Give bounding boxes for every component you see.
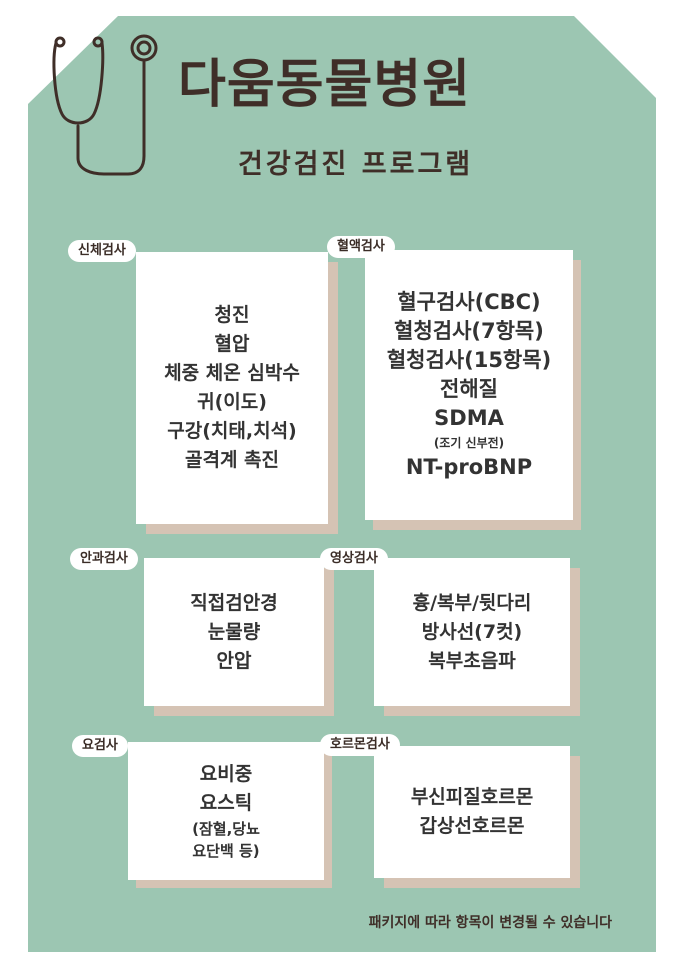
- list-item: 부신피질호르몬: [410, 786, 534, 808]
- package-notice: 패키지에 따라 항목이 변경될 수 있습니다: [368, 915, 612, 931]
- list-item: 골격계 촉진: [184, 449, 279, 471]
- card-body-exam: 청진 혈압 체중 체온 심박수 귀(이도) 구강(치태,치석) 골격계 촉진: [136, 252, 328, 524]
- tag-urine-exam: 요검사: [72, 735, 128, 757]
- list-item: (조기 신부전): [433, 436, 505, 450]
- list-item: (잠혈,당뇨: [192, 820, 260, 838]
- list-item: 혈구검사(CBC): [397, 290, 541, 314]
- list-item: 청진: [214, 304, 250, 326]
- list-item: 요스틱: [199, 792, 253, 814]
- list-item: 직접검안경: [190, 591, 278, 614]
- list-item: SDMA: [434, 406, 504, 430]
- list-item: 요비중: [199, 763, 253, 785]
- list-item: 흉/복부/뒷다리: [412, 591, 532, 614]
- tag-imaging-exam: 영상검사: [320, 548, 388, 570]
- tag-hormone-exam: 호르몬검사: [320, 734, 400, 756]
- card-blood-exam: 혈구검사(CBC) 혈청검사(7항목) 혈청검사(15항목) 전해질 SDMA …: [365, 250, 573, 520]
- list-item: NT-proBNP: [405, 455, 533, 479]
- list-item: 안압: [216, 649, 252, 672]
- card-imaging-exam: 흉/복부/뒷다리 방사선(7컷) 복부초음파: [374, 558, 570, 706]
- list-item: 전해질: [440, 377, 498, 401]
- stethoscope-icon: [52, 34, 158, 176]
- tag-body-exam: 신체검사: [68, 240, 136, 262]
- card-eye-exam: 직접검안경 눈물량 안압: [144, 558, 324, 706]
- hospital-title: 다움동물병원: [178, 55, 472, 115]
- list-item: 갑상선호르몬: [419, 815, 525, 837]
- list-item: 요단백 등): [192, 842, 260, 860]
- list-item: 혈압: [214, 333, 250, 355]
- list-item: 방사선(7컷): [421, 620, 523, 643]
- card-hormone-exam: 부신피질호르몬 갑상선호르몬: [374, 746, 570, 878]
- list-item: 혈청검사(15항목): [386, 348, 552, 372]
- card-urine-exam: 요비중 요스틱 (잠혈,당뇨 요단백 등): [128, 742, 324, 880]
- tag-eye-exam: 안과검사: [70, 548, 138, 570]
- list-item: 구강(치태,치석): [167, 420, 297, 442]
- list-item: 혈청검사(7항목): [394, 319, 544, 343]
- list-item: 체중 체온 심박수: [164, 362, 300, 384]
- program-subtitle: 건강검진 프로그램: [238, 149, 474, 180]
- list-item: 복부초음파: [428, 649, 516, 672]
- list-item: 귀(이도): [197, 391, 267, 413]
- list-item: 눈물량: [207, 620, 261, 643]
- tag-blood-exam: 혈액검사: [327, 236, 395, 258]
